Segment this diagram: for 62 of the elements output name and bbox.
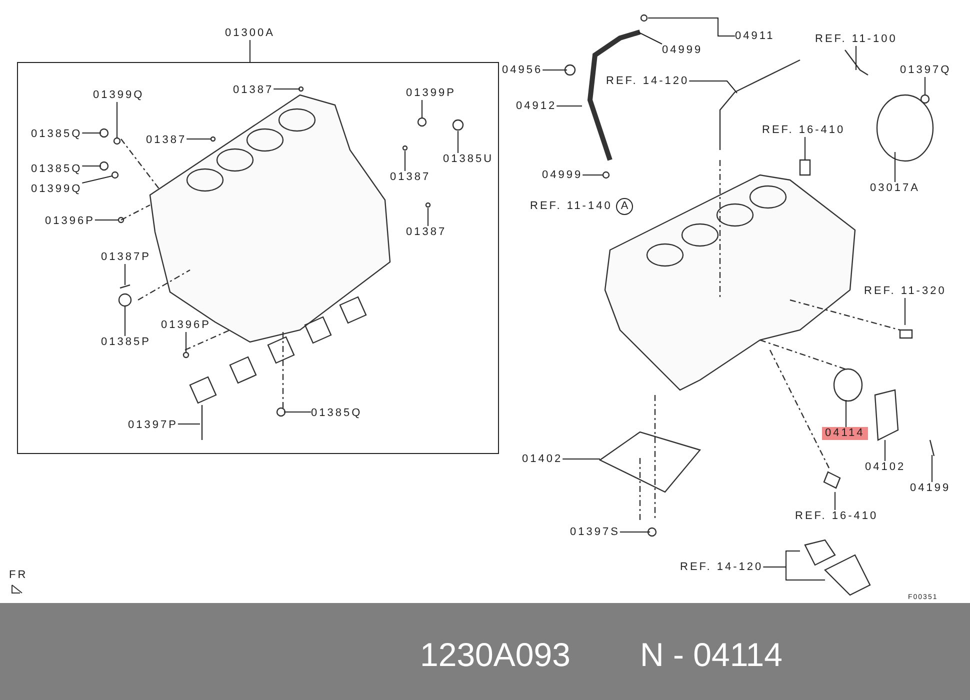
part-number: 01397S — [570, 526, 620, 539]
part-number: REF. 16-410 — [795, 510, 878, 523]
part-number: 01387 — [146, 134, 187, 147]
part-number: 01399Q — [93, 89, 144, 102]
leader-line — [688, 80, 738, 94]
part-number: 04102 — [865, 461, 906, 474]
part-number: REF. 11-320 — [864, 285, 946, 298]
leader-line — [186, 138, 212, 140]
part-number: 04199 — [910, 482, 951, 495]
leader-line — [762, 550, 826, 580]
leader-line — [124, 306, 126, 336]
part-number: REF. 11-100 — [815, 33, 898, 46]
leader-line — [82, 176, 112, 184]
leader-line — [404, 150, 406, 172]
leader-line — [804, 136, 806, 160]
part-number: 01396P — [161, 319, 211, 332]
leader-line — [124, 264, 126, 286]
part-number: REF. 11-140 — [530, 200, 612, 213]
leader-line — [648, 18, 736, 36]
part-number: 04956 — [502, 64, 543, 77]
part-number: 01402 — [522, 453, 563, 466]
part-number: 04999 — [662, 44, 703, 57]
part-number: N - 04114 — [640, 636, 782, 674]
part-number: 01387 — [406, 226, 447, 239]
leader-line — [82, 132, 102, 134]
part-number: REF. 14-120 — [680, 561, 764, 574]
part-number: 01397Q — [900, 64, 952, 77]
leader-line — [924, 76, 926, 96]
part-number: 01387 — [390, 171, 431, 184]
part-number: 01396P — [45, 215, 95, 228]
reference-circle: A — [616, 198, 633, 215]
part-number: REF. 16-410 — [762, 124, 846, 137]
part-number: 04912 — [516, 100, 557, 113]
part-number: 04911 — [735, 30, 775, 43]
part-number: 01397P — [128, 419, 178, 432]
part-number: 1230A093 — [420, 636, 570, 674]
front-mark: FR — [9, 569, 28, 582]
leader-line — [273, 88, 300, 90]
part-number: 01385P — [101, 336, 151, 349]
part-number: 01385Q — [31, 128, 82, 141]
part-number: 01385Q — [311, 407, 362, 420]
part-number: 01385Q — [31, 163, 82, 176]
part-number: 03017A — [870, 182, 920, 195]
leader-line — [249, 40, 250, 62]
part-number: 01387P — [101, 251, 151, 264]
part-number: REF. 14-120 — [606, 75, 690, 88]
leader-line — [834, 492, 836, 510]
part-number: 01385U — [443, 153, 494, 166]
leader-line — [638, 32, 662, 44]
group-frame — [17, 62, 499, 454]
part-number: 01387 — [233, 84, 274, 97]
leader-line — [116, 102, 118, 138]
part-number: 04999 — [542, 169, 583, 182]
part-number: 01399Q — [31, 183, 82, 196]
part-number: 04114 — [822, 427, 868, 440]
leader-line — [894, 152, 896, 182]
leader-line — [582, 174, 604, 176]
leader-line — [884, 440, 886, 462]
leader-line — [904, 298, 906, 326]
part-number: 01300A — [225, 27, 275, 40]
leader-line — [562, 458, 600, 460]
part-number: 01399P — [406, 87, 456, 100]
